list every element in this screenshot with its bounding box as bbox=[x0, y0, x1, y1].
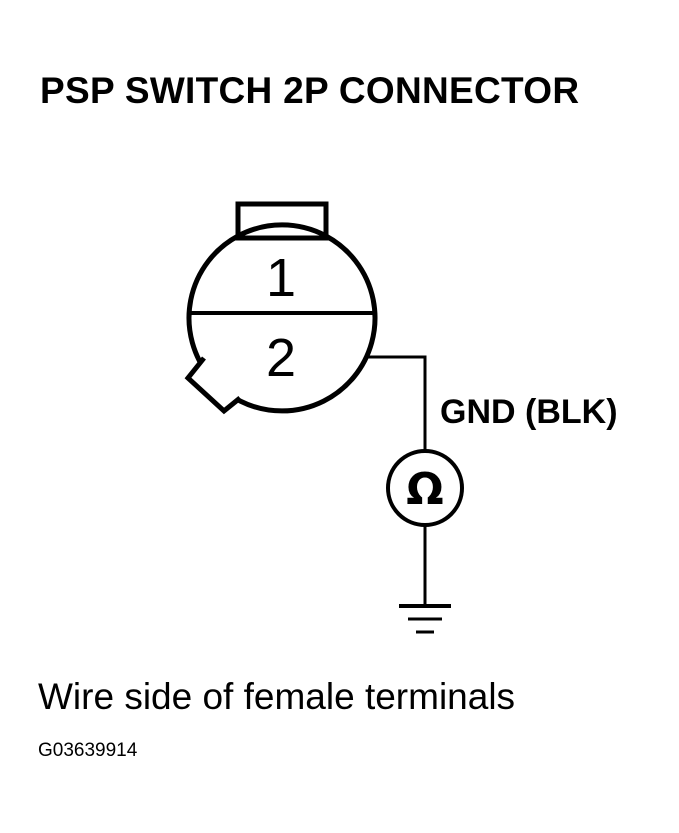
diagram-title: PSP SWITCH 2P CONNECTOR bbox=[40, 70, 580, 111]
pin-1-label: 1 bbox=[266, 248, 296, 308]
ohmmeter-icon: Ω bbox=[386, 449, 464, 527]
pin-2-label: 2 bbox=[266, 328, 296, 388]
figure-id: G03639914 bbox=[38, 740, 138, 761]
ohm-symbol: Ω bbox=[406, 464, 443, 515]
wire-label: GND (BLK) bbox=[440, 393, 618, 431]
connector-key-notch bbox=[184, 352, 242, 415]
ground-icon bbox=[399, 604, 451, 634]
connector-lock-tab bbox=[235, 201, 329, 241]
diagram-caption: Wire side of female terminals bbox=[38, 676, 516, 717]
gnd-wire bbox=[366, 355, 427, 452]
